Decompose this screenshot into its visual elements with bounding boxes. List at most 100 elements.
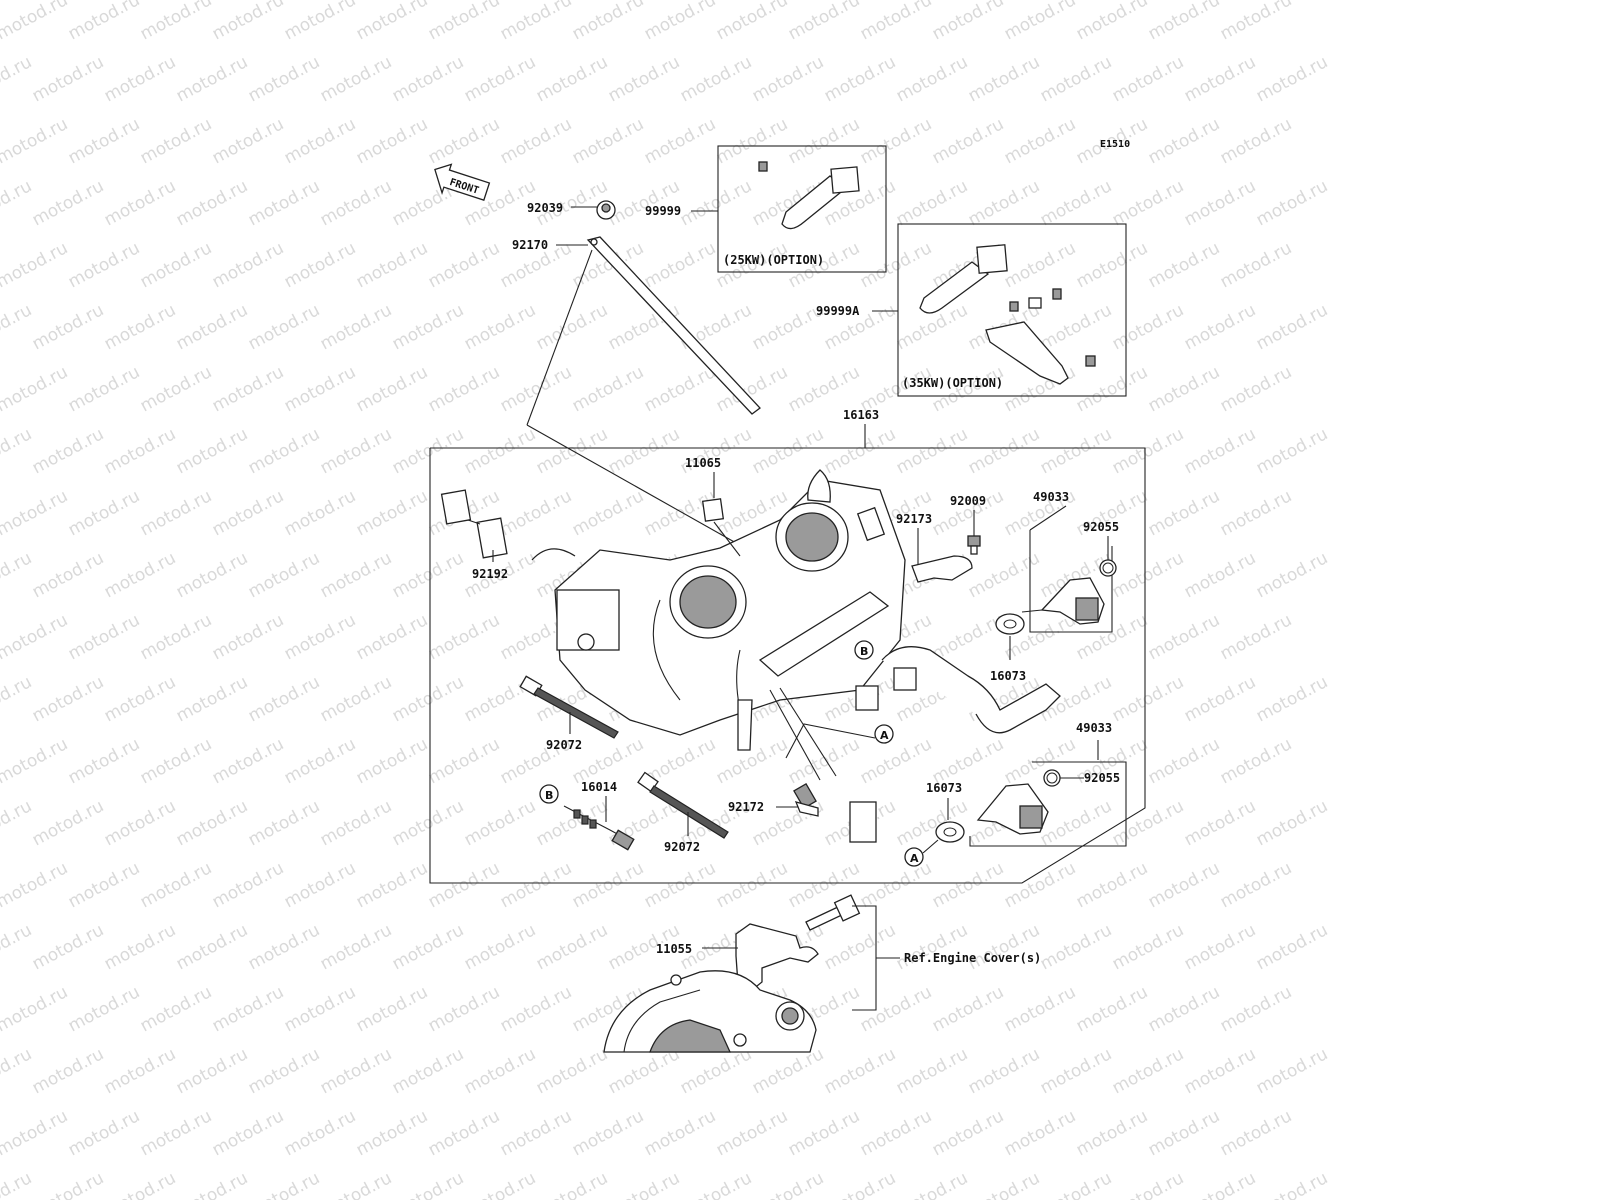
watermark-text: motod.ru — [65, 486, 143, 540]
watermark-text: motod.ru — [173, 176, 251, 230]
watermark-text: motod.ru — [101, 300, 179, 354]
watermark-text: motod.ru — [1181, 1044, 1259, 1098]
label-92173: 92173 — [896, 512, 932, 526]
watermark-text: motod.ru — [965, 52, 1043, 106]
marker-a-body-text: A — [880, 729, 889, 742]
watermark-text: motod.ru — [497, 858, 575, 912]
watermark-text: motod.ru — [65, 734, 143, 788]
watermark-text: motod.ru — [461, 300, 539, 354]
watermark-text: motod.ru — [1217, 486, 1295, 540]
watermark-text: motod.ru — [1145, 734, 1223, 788]
watermark-text: motod.ru — [353, 238, 431, 292]
watermark-text: motod.ru — [1109, 300, 1187, 354]
ref-engine-cover-label: Ref.Engine Cover(s) — [904, 951, 1041, 965]
watermark-text: motod.ru — [1145, 982, 1223, 1036]
watermark-text: motod.ru — [281, 982, 359, 1036]
watermark-text: motod.ru — [641, 858, 719, 912]
watermark-text: motod.ru — [1181, 796, 1259, 850]
watermark-text: motod.ru — [1037, 796, 1115, 850]
seal-16073-bottom — [935, 821, 965, 843]
watermark-text: motod.ru — [281, 1106, 359, 1160]
watermark-text: motod.ru — [533, 424, 611, 478]
watermark-text: motod.ru — [641, 1106, 719, 1160]
screw-16014 — [563, 805, 635, 851]
watermark-text: motod.ru — [137, 858, 215, 912]
watermark-text: motod.ru — [785, 734, 863, 788]
watermark-text: motod.ru — [173, 1168, 251, 1200]
injector-group-top-frame — [1029, 530, 1113, 633]
watermark-text: motod.ru — [0, 796, 35, 850]
watermark-text: motod.ru — [1001, 858, 1079, 912]
watermark-text: motod.ru — [389, 300, 467, 354]
label-92072-left: 92072 — [546, 738, 582, 752]
watermark-text: motod.ru — [137, 610, 215, 664]
watermark-text: motod.ru — [425, 0, 503, 44]
watermark-text: motod.ru — [1037, 52, 1115, 106]
watermark-text: motod.ru — [245, 548, 323, 602]
watermark-text: motod.ru — [857, 114, 935, 168]
watermark-text: motod.ru — [641, 0, 719, 44]
watermark-text: motod.ru — [425, 982, 503, 1036]
watermark-text: motod.ru — [425, 362, 503, 416]
watermark-text: motod.ru — [317, 424, 395, 478]
watermark-text: motod.ru — [605, 1168, 683, 1200]
watermark-text: motod.ru — [1145, 1106, 1223, 1160]
label-49033-top: 49033 — [1033, 490, 1069, 504]
watermark-text: motod.ru — [1037, 300, 1115, 354]
watermark-text: motod.ru — [281, 0, 359, 44]
watermark-text: motod.ru — [533, 1044, 611, 1098]
watermark-text: motod.ru — [1181, 176, 1259, 230]
label-92170: 92170 — [512, 238, 548, 252]
label-16163: 16163 — [843, 408, 879, 422]
watermark-text: motod.ru — [353, 610, 431, 664]
watermark-text: motod.ru — [101, 920, 179, 974]
watermark-text: motod.ru — [821, 424, 899, 478]
watermark-text: motod.ru — [317, 176, 395, 230]
watermark-text: motod.ru — [713, 1106, 791, 1160]
watermark-text: motod.ru — [29, 1044, 107, 1098]
watermark-text: motod.ru — [1001, 238, 1079, 292]
watermark-text: motod.ru — [893, 52, 971, 106]
label-99999A: 99999A — [816, 304, 860, 318]
watermark-text: motod.ru — [425, 734, 503, 788]
watermark-text: motod.ru — [209, 858, 287, 912]
watermark-text: motod.ru — [1217, 610, 1295, 664]
watermark-text: motod.ru — [281, 858, 359, 912]
watermark-text: motod.ru — [893, 920, 971, 974]
watermark-text: motod.ru — [65, 362, 143, 416]
watermark-text: motod.ru — [425, 114, 503, 168]
watermark-text: motod.ru — [821, 1168, 899, 1200]
watermark-text: motod.ru — [1217, 362, 1295, 416]
watermark-text: motod.ru — [0, 920, 35, 974]
watermark-text: motod.ru — [173, 1044, 251, 1098]
watermark-text: motod.ru — [137, 114, 215, 168]
watermark-text: motod.ru — [785, 1106, 863, 1160]
watermark-text: motod.ru — [101, 1044, 179, 1098]
watermark-text: motod.ru — [353, 858, 431, 912]
watermark-text: motod.ru — [173, 424, 251, 478]
watermark-text: motod.ru — [1001, 1106, 1079, 1160]
label-92055-top: 92055 — [1083, 520, 1119, 534]
watermark-text: motod.ru — [281, 486, 359, 540]
watermark-text: motod.ru — [1145, 238, 1223, 292]
watermark-text: motod.ru — [1109, 672, 1187, 726]
marker-b-16014-text: B — [545, 789, 553, 802]
watermark-text: motod.ru — [965, 424, 1043, 478]
clamp-92173 — [911, 555, 973, 583]
watermark-text: motod.ru — [245, 424, 323, 478]
watermark-text: motod.ru — [209, 362, 287, 416]
watermark-text: motod.ru — [389, 796, 467, 850]
watermark-text: motod.ru — [461, 920, 539, 974]
watermark-text: motod.ru — [1073, 0, 1151, 44]
watermark-text: motod.ru — [245, 672, 323, 726]
label-49033-bottom: 49033 — [1076, 721, 1112, 735]
watermark-text: motod.ru — [1109, 1044, 1187, 1098]
watermark-text: motod.ru — [965, 548, 1043, 602]
watermark-text: motod.ru — [1181, 424, 1259, 478]
watermark-text: motod.ru — [65, 858, 143, 912]
watermark-text: motod.ru — [533, 1168, 611, 1200]
watermark-text: motod.ru — [0, 176, 35, 230]
watermark-text: motod.ru — [209, 114, 287, 168]
watermark-text: motod.ru — [857, 1106, 935, 1160]
